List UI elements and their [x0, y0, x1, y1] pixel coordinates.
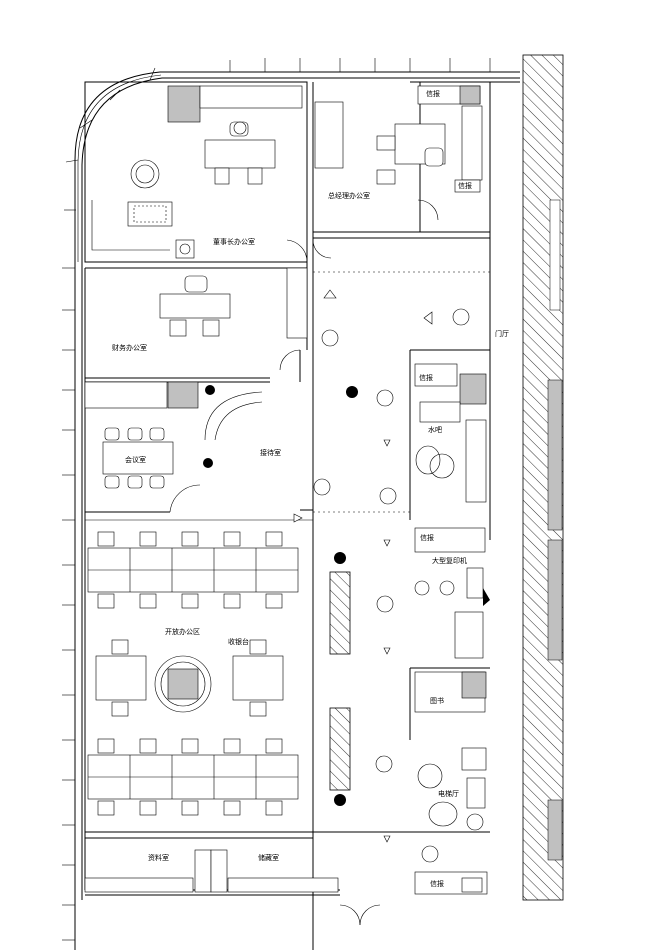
- door-arcs: [169, 199, 439, 926]
- label-mail-4: 信报: [458, 181, 472, 190]
- bottom-rooms-cabinets: [84, 849, 339, 893]
- label-cashier: 收银台: [228, 637, 249, 646]
- label-open-office: 开放办公区: [165, 627, 200, 636]
- corridor-lines: [85, 271, 490, 521]
- label-elevator-hall: 电梯厅: [438, 789, 459, 798]
- person-figures: [233, 121, 470, 863]
- plant-icons: [203, 385, 358, 806]
- workstations-bottom: [87, 738, 299, 816]
- label-finance-office: 财务办公室: [112, 343, 147, 352]
- direction-arrows: [293, 289, 433, 843]
- chairman-office-furniture: [91, 85, 303, 259]
- label-storage: 储藏室: [258, 853, 279, 862]
- label-gm-office: 总经理办公室: [328, 191, 370, 200]
- label-mail-1: 信报: [419, 373, 433, 382]
- label-mail-2: 信报: [420, 533, 434, 542]
- right-service-rooms: [414, 363, 490, 895]
- finance-office-furniture: [159, 267, 308, 339]
- label-mail-5: 信报: [426, 89, 440, 98]
- label-file-room: 资料室: [148, 853, 169, 862]
- outer-curved-wall: [74, 71, 520, 262]
- top-wall-ticks: [64, 58, 491, 211]
- workstations-top: [87, 531, 299, 609]
- left-exterior-wall: [62, 262, 83, 950]
- label-library: 图书: [430, 696, 444, 705]
- corridor-hatched-panels: [329, 571, 351, 791]
- label-reception: 接待室: [260, 448, 281, 457]
- label-water-bar: 水吧: [428, 425, 442, 434]
- label-door: 门厅: [495, 329, 509, 338]
- workstations-middle: [95, 639, 284, 717]
- label-meeting-room: 会议室: [125, 455, 146, 464]
- label-mail-3: 信报: [430, 879, 444, 888]
- exterior-hatched-wall: [522, 54, 564, 901]
- meeting-room-furniture: [84, 381, 263, 489]
- label-chairman-office: 董事长办公室: [213, 237, 255, 246]
- gm-office-furniture: [314, 85, 483, 193]
- label-large-printer: 大型复印机: [432, 556, 467, 565]
